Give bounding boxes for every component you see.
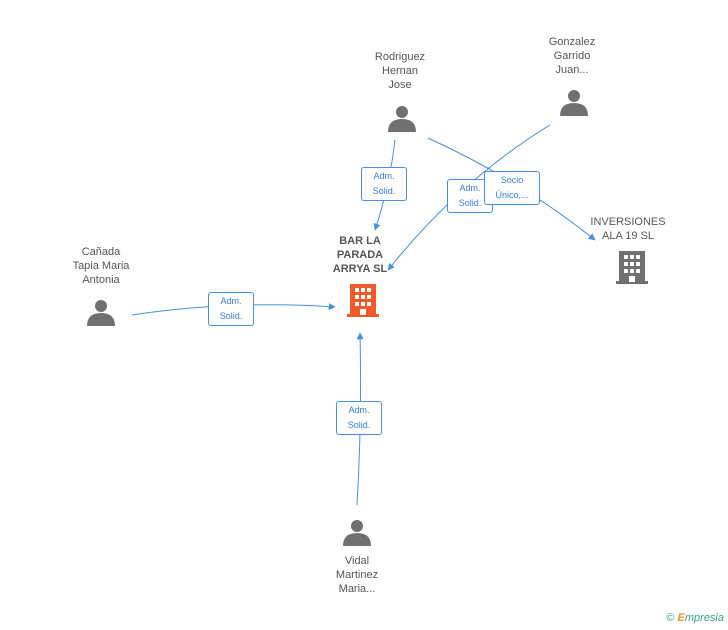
node-label-inversiones[interactable]: INVERSIONES ALA 19 SL — [590, 216, 666, 242]
edge-label-vidal-main[interactable]: Adm. Solid. — [336, 401, 382, 435]
edge-label-rodriguez-main[interactable]: Adm. Solid. — [361, 167, 407, 201]
building-icon[interactable] — [347, 284, 379, 317]
brand-name: mpresia — [684, 612, 724, 624]
node-label-gonzalez[interactable]: Gonzalez Garrido Juan... — [548, 36, 596, 76]
brand-initial: E — [677, 612, 685, 624]
footer-brand: © Empresia — [666, 612, 724, 624]
person-icon[interactable] — [87, 300, 115, 326]
person-icon[interactable] — [560, 90, 588, 116]
person-icon[interactable] — [343, 520, 371, 546]
edge-label-rodriguez-inversiones[interactable]: Socio Único,... — [484, 171, 540, 205]
node-label-rodriguez[interactable]: Rodriguez Hernan Jose — [374, 51, 426, 91]
building-icon[interactable] — [616, 251, 648, 284]
copyright-symbol: © — [666, 612, 675, 624]
node-label-vidal[interactable]: Vidal Martinez Maria... — [335, 555, 379, 595]
person-icon[interactable] — [388, 106, 416, 132]
node-label-canada[interactable]: Cañada Tapia Maria Antonia — [72, 246, 130, 286]
node-label-bar-la-parada[interactable]: BAR LA PARADA ARRYA SL — [332, 235, 388, 275]
edge-label-canada-main[interactable]: Adm. Solid. — [208, 292, 254, 326]
